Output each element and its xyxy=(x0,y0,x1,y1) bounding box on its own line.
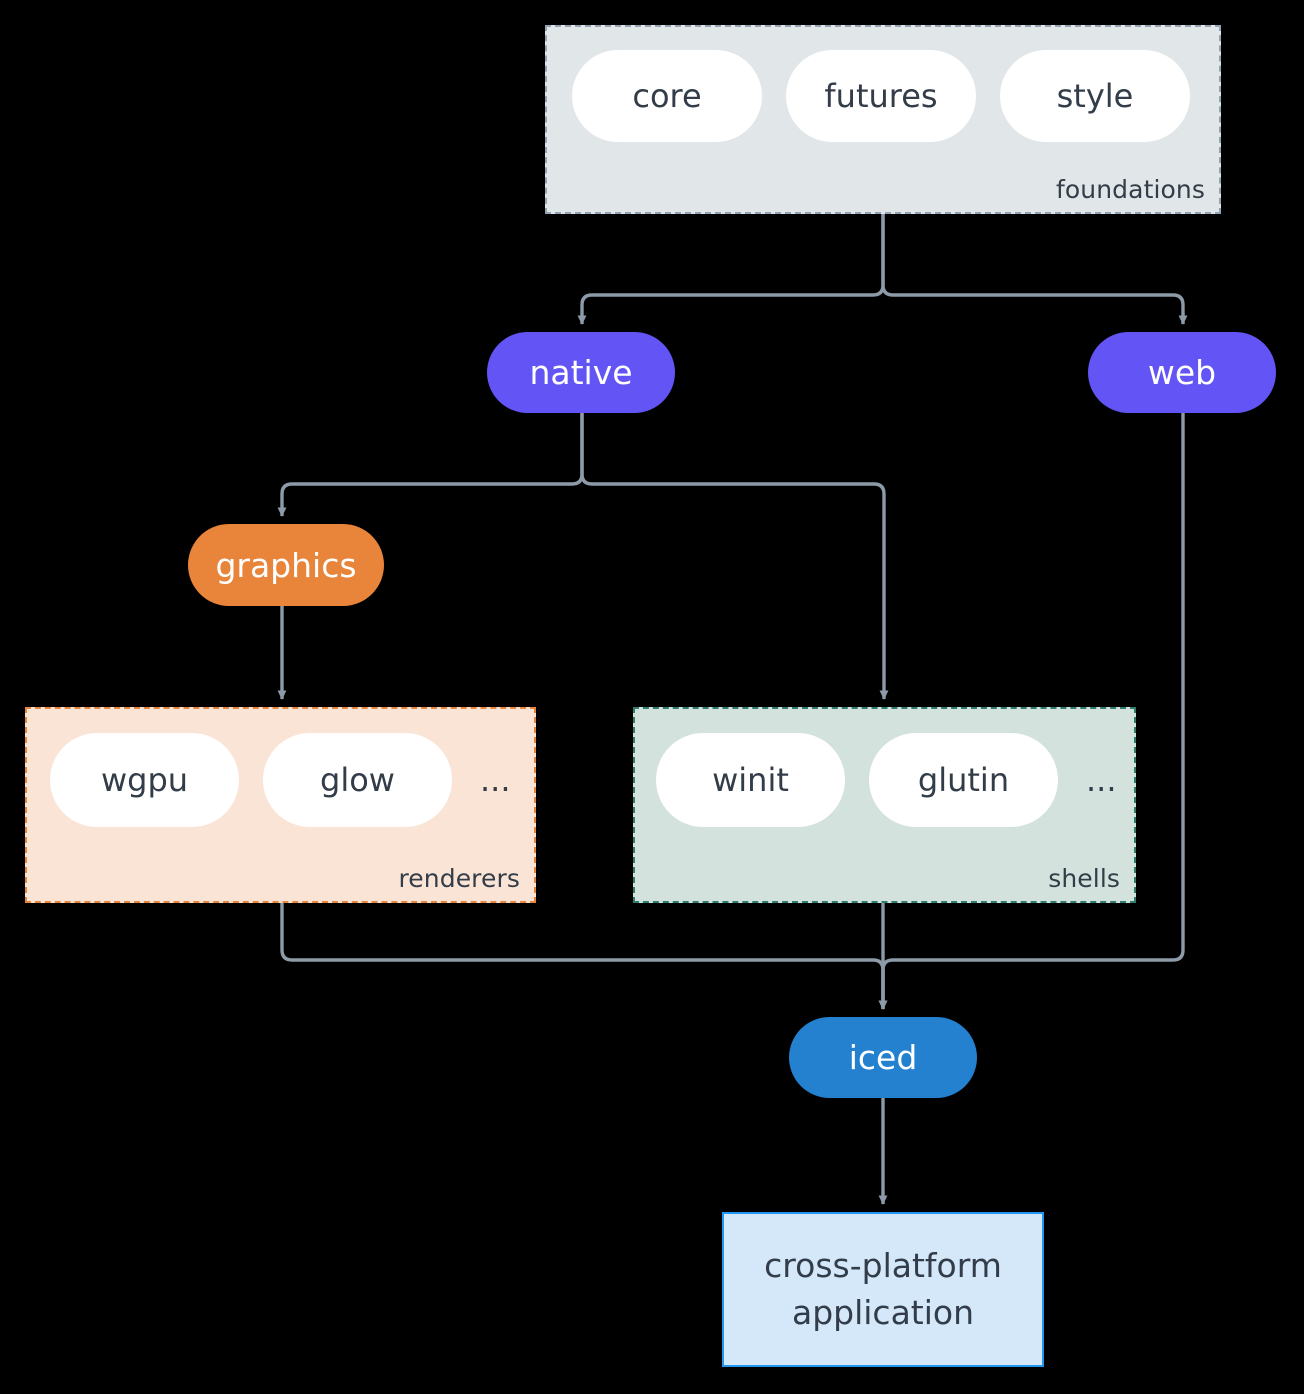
node-application-label-line2: application xyxy=(791,1292,975,1332)
node-winit-label: winit xyxy=(712,761,789,799)
node-glutin[interactable]: glutin xyxy=(869,733,1058,827)
node-native[interactable]: native xyxy=(487,332,675,413)
node-core[interactable]: core xyxy=(572,50,762,142)
shells-ellipsis: ... xyxy=(1086,761,1117,799)
group-label-renderers: renderers xyxy=(398,864,520,893)
node-web[interactable]: web xyxy=(1088,332,1276,413)
node-glow-label: glow xyxy=(320,761,395,799)
edge-foundations-web xyxy=(881,214,1188,325)
node-futures-label: futures xyxy=(824,77,938,115)
node-style-label: style xyxy=(1056,77,1134,115)
renderers-ellipsis: ... xyxy=(480,761,511,799)
node-glow[interactable]: glow xyxy=(263,733,452,827)
node-glutin-label: glutin xyxy=(917,761,1010,799)
node-wgpu-label: wgpu xyxy=(100,761,189,799)
node-wgpu[interactable]: wgpu xyxy=(50,733,239,827)
edge-native-shells xyxy=(580,413,889,700)
group-items-renderers: wgpu glow ... xyxy=(50,733,515,827)
node-style[interactable]: style xyxy=(1000,50,1190,142)
group-items-foundations: core futures style xyxy=(572,50,1190,142)
node-iced[interactable]: iced xyxy=(789,1017,977,1098)
node-futures[interactable]: futures xyxy=(786,50,976,142)
group-label-foundations: foundations xyxy=(1056,175,1205,204)
node-graphics[interactable]: graphics xyxy=(188,524,384,606)
group-items-shells: winit glutin ... xyxy=(656,733,1121,827)
group-label-shells: shells xyxy=(1048,864,1120,893)
node-iced-label: iced xyxy=(848,1038,918,1077)
node-cross-platform-application[interactable]: cross-platform application xyxy=(722,1212,1044,1367)
node-native-label: native xyxy=(529,353,633,392)
node-graphics-label: graphics xyxy=(215,545,357,585)
node-web-label: web xyxy=(1147,353,1217,392)
node-winit[interactable]: winit xyxy=(656,733,845,827)
edge-foundations-native xyxy=(577,214,885,325)
edge-renderers-iced xyxy=(280,903,888,1010)
edge-native-graphics xyxy=(277,413,584,517)
node-core-label: core xyxy=(632,77,702,115)
node-application-label-line1: cross-platform xyxy=(764,1245,1002,1285)
